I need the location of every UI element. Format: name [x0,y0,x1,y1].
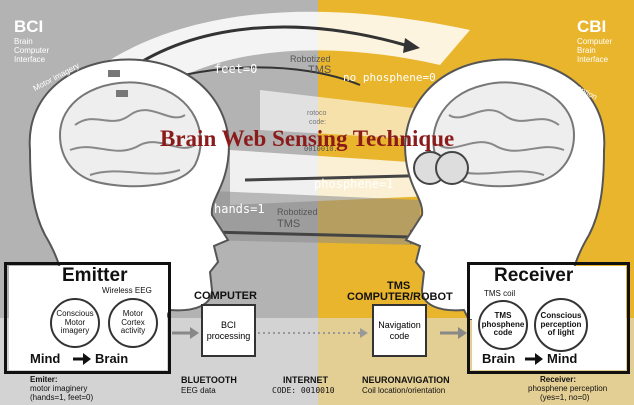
emitter-title: Emitter [62,265,128,286]
arrows-and-heads-graphic [28,11,606,320]
robotized-tms-top-1: Robotized [290,54,331,64]
coil-location-label: Coil location/orientation [362,386,446,395]
receiver-mind-label: Mind [547,351,578,366]
bluetooth-label: BLUETOOTH [181,375,237,385]
receiver-brain-label: Brain [482,351,516,366]
tms-title-1: TMS [387,280,411,292]
page-title: Brain Web Sensing Technique [160,126,455,151]
robotized-tms-bottom-1: Robotized [277,207,318,217]
code-partial-2: code: [309,119,327,126]
flow-connectors [172,327,467,339]
emitter-circle-right-2: Cortex [121,317,145,327]
bci-acronym: BCI [14,17,44,36]
receiver-foot-1: Receiver: [540,375,577,384]
receiver-foot-3: (yes=1, no=0) [540,393,590,402]
cbi-full-2: Brain [577,46,596,55]
robotized-tms-bottom-2: TMS [277,218,301,230]
bci-full-2: Computer [14,46,50,55]
receiver-circle-right-1: Conscious [540,311,582,321]
bci-full-3: Interface [14,55,46,64]
emitter-circle-left-1: Conscious [56,309,94,319]
emitter-foot-2: motor imaginery [30,384,88,393]
bci-box-1: BCI [220,319,236,330]
tms-title-2: COMPUTER/ROBOT [347,291,453,303]
emitter-brain-label: Brain [95,351,129,366]
cbi-full-1: Computer [577,37,613,46]
receiver-circle-left-3: code [493,328,513,338]
receiver-bracket [467,262,630,374]
wireless-eeg-label: Wireless EEG [102,286,152,295]
code-partial-1: rotoco [307,110,327,117]
phosphene-label: phosphene=1 [314,177,394,191]
receiver-title: Receiver [494,265,574,286]
nav-box-1: Navigation [378,319,421,330]
receiver-circle-left-1: TMS [494,311,512,321]
computer-title: COMPUTER [194,290,257,302]
bci-box-2: processing [206,330,251,341]
cbi-acronym: CBI [577,17,607,36]
emitter-foot-1: Emiter: [30,375,58,384]
bci-full-1: Brain [14,37,33,46]
emitter-bracket [4,262,171,374]
emitter-circle-left-2: Motor [64,317,86,327]
receiver-foot-2: phosphene perception [528,384,608,393]
no-phosphene-label: no phosphene=0 [343,71,436,84]
emitter-arrow-icon [73,353,91,365]
emitter-circle-right-3: activity [120,326,146,336]
receiver-circle-right-3: of light [547,328,575,338]
receiver-circle-left-2: phosphene [481,319,525,329]
emitter-mind-label: Mind [30,351,61,366]
receiver-circle-right-2: perception [540,319,582,329]
nav-box-2: code [389,330,410,341]
cbi-full-3: Interface [577,55,609,64]
hands-label: hands=1 [214,202,265,216]
internet-code: CODE: 0010010 [272,386,335,395]
receiver-arrow-icon [525,353,543,365]
robotized-tms-top-2: TMS [308,64,332,76]
code-partial-3: 0010010. [304,145,338,153]
tms-coil-label: TMS coil [484,289,516,298]
feet-label: feet=0 [214,62,258,76]
emitter-circle-right-1: Motor [122,309,144,319]
internet-title: INTERNET [283,375,328,385]
emitter-circle-left-3: imagery [60,326,90,336]
neuronavigation-label: NEURONAVIGATION [362,375,450,385]
eeg-data-label: EEG data [181,386,216,395]
emitter-foot-3: (hands=1, feet=0) [30,393,94,402]
